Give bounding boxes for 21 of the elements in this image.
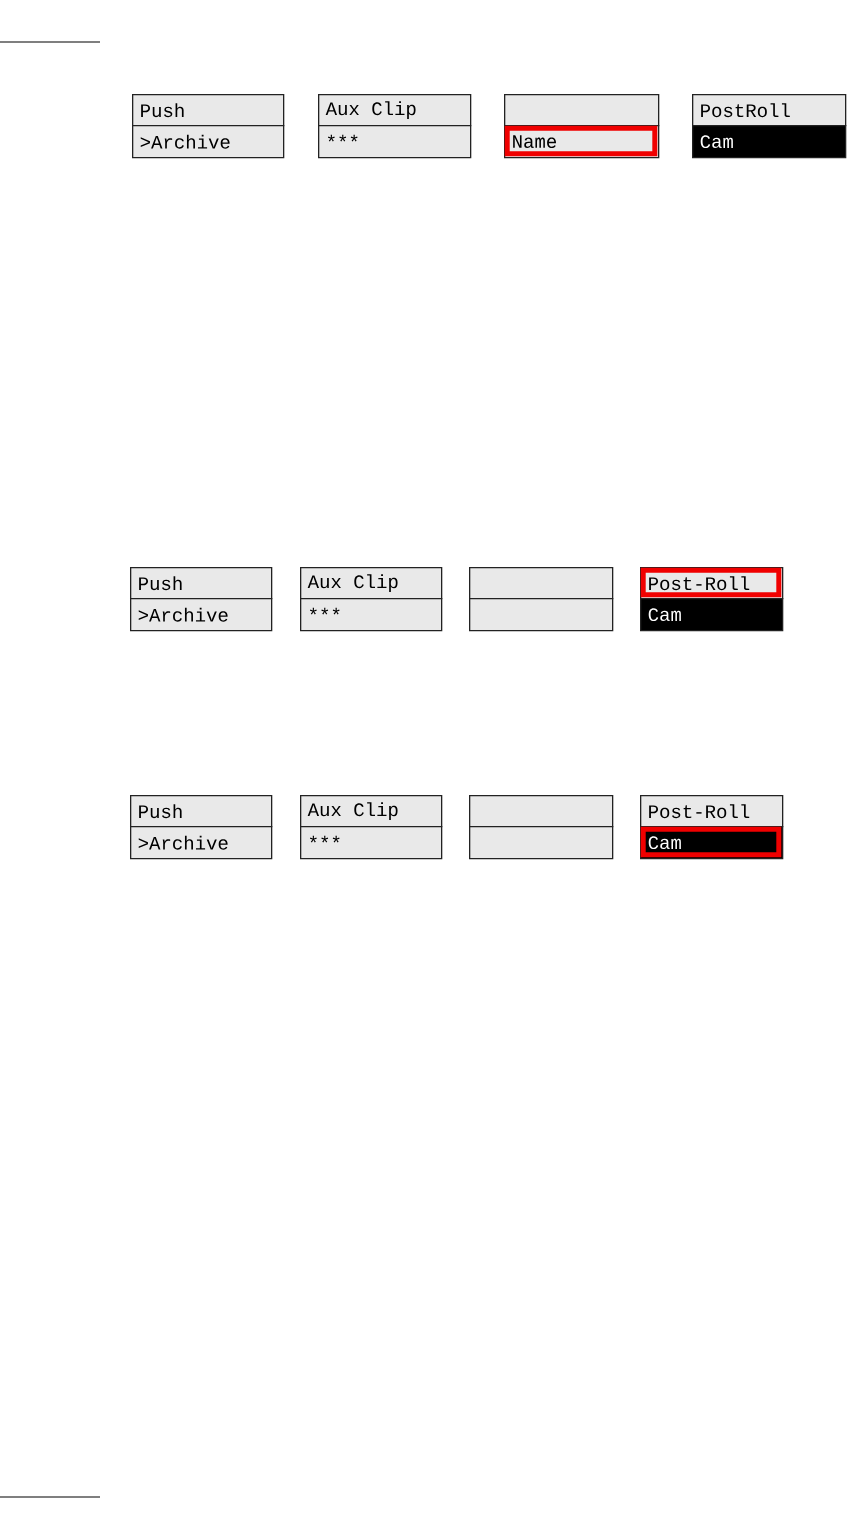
empty-cell — [469, 598, 614, 632]
menu-cell: >Archive — [132, 125, 285, 159]
menu-cell: >Archive — [130, 826, 273, 860]
menu-cell: *** — [300, 826, 443, 860]
menu-cell: Push — [130, 567, 273, 600]
empty-cell — [504, 94, 660, 127]
selected-cell: Cam — [692, 125, 847, 159]
menu-cell: Post-Roll — [640, 795, 784, 828]
menu-cell: Aux Clip — [318, 94, 472, 127]
menu-cell: Push — [132, 94, 285, 127]
menu-cell: >Archive — [130, 598, 273, 632]
menu-cell: Aux Clip — [300, 567, 443, 600]
empty-cell — [469, 826, 614, 860]
menu-cell: *** — [318, 125, 472, 159]
empty-cell — [469, 567, 614, 600]
menu-cell: Aux Clip — [300, 795, 443, 828]
menu-cell: *** — [300, 598, 443, 632]
menu-cell: Push — [130, 795, 273, 828]
selected-cell: Cam — [640, 598, 784, 632]
empty-cell — [469, 795, 614, 828]
menu-cell: PostRoll — [692, 94, 847, 127]
